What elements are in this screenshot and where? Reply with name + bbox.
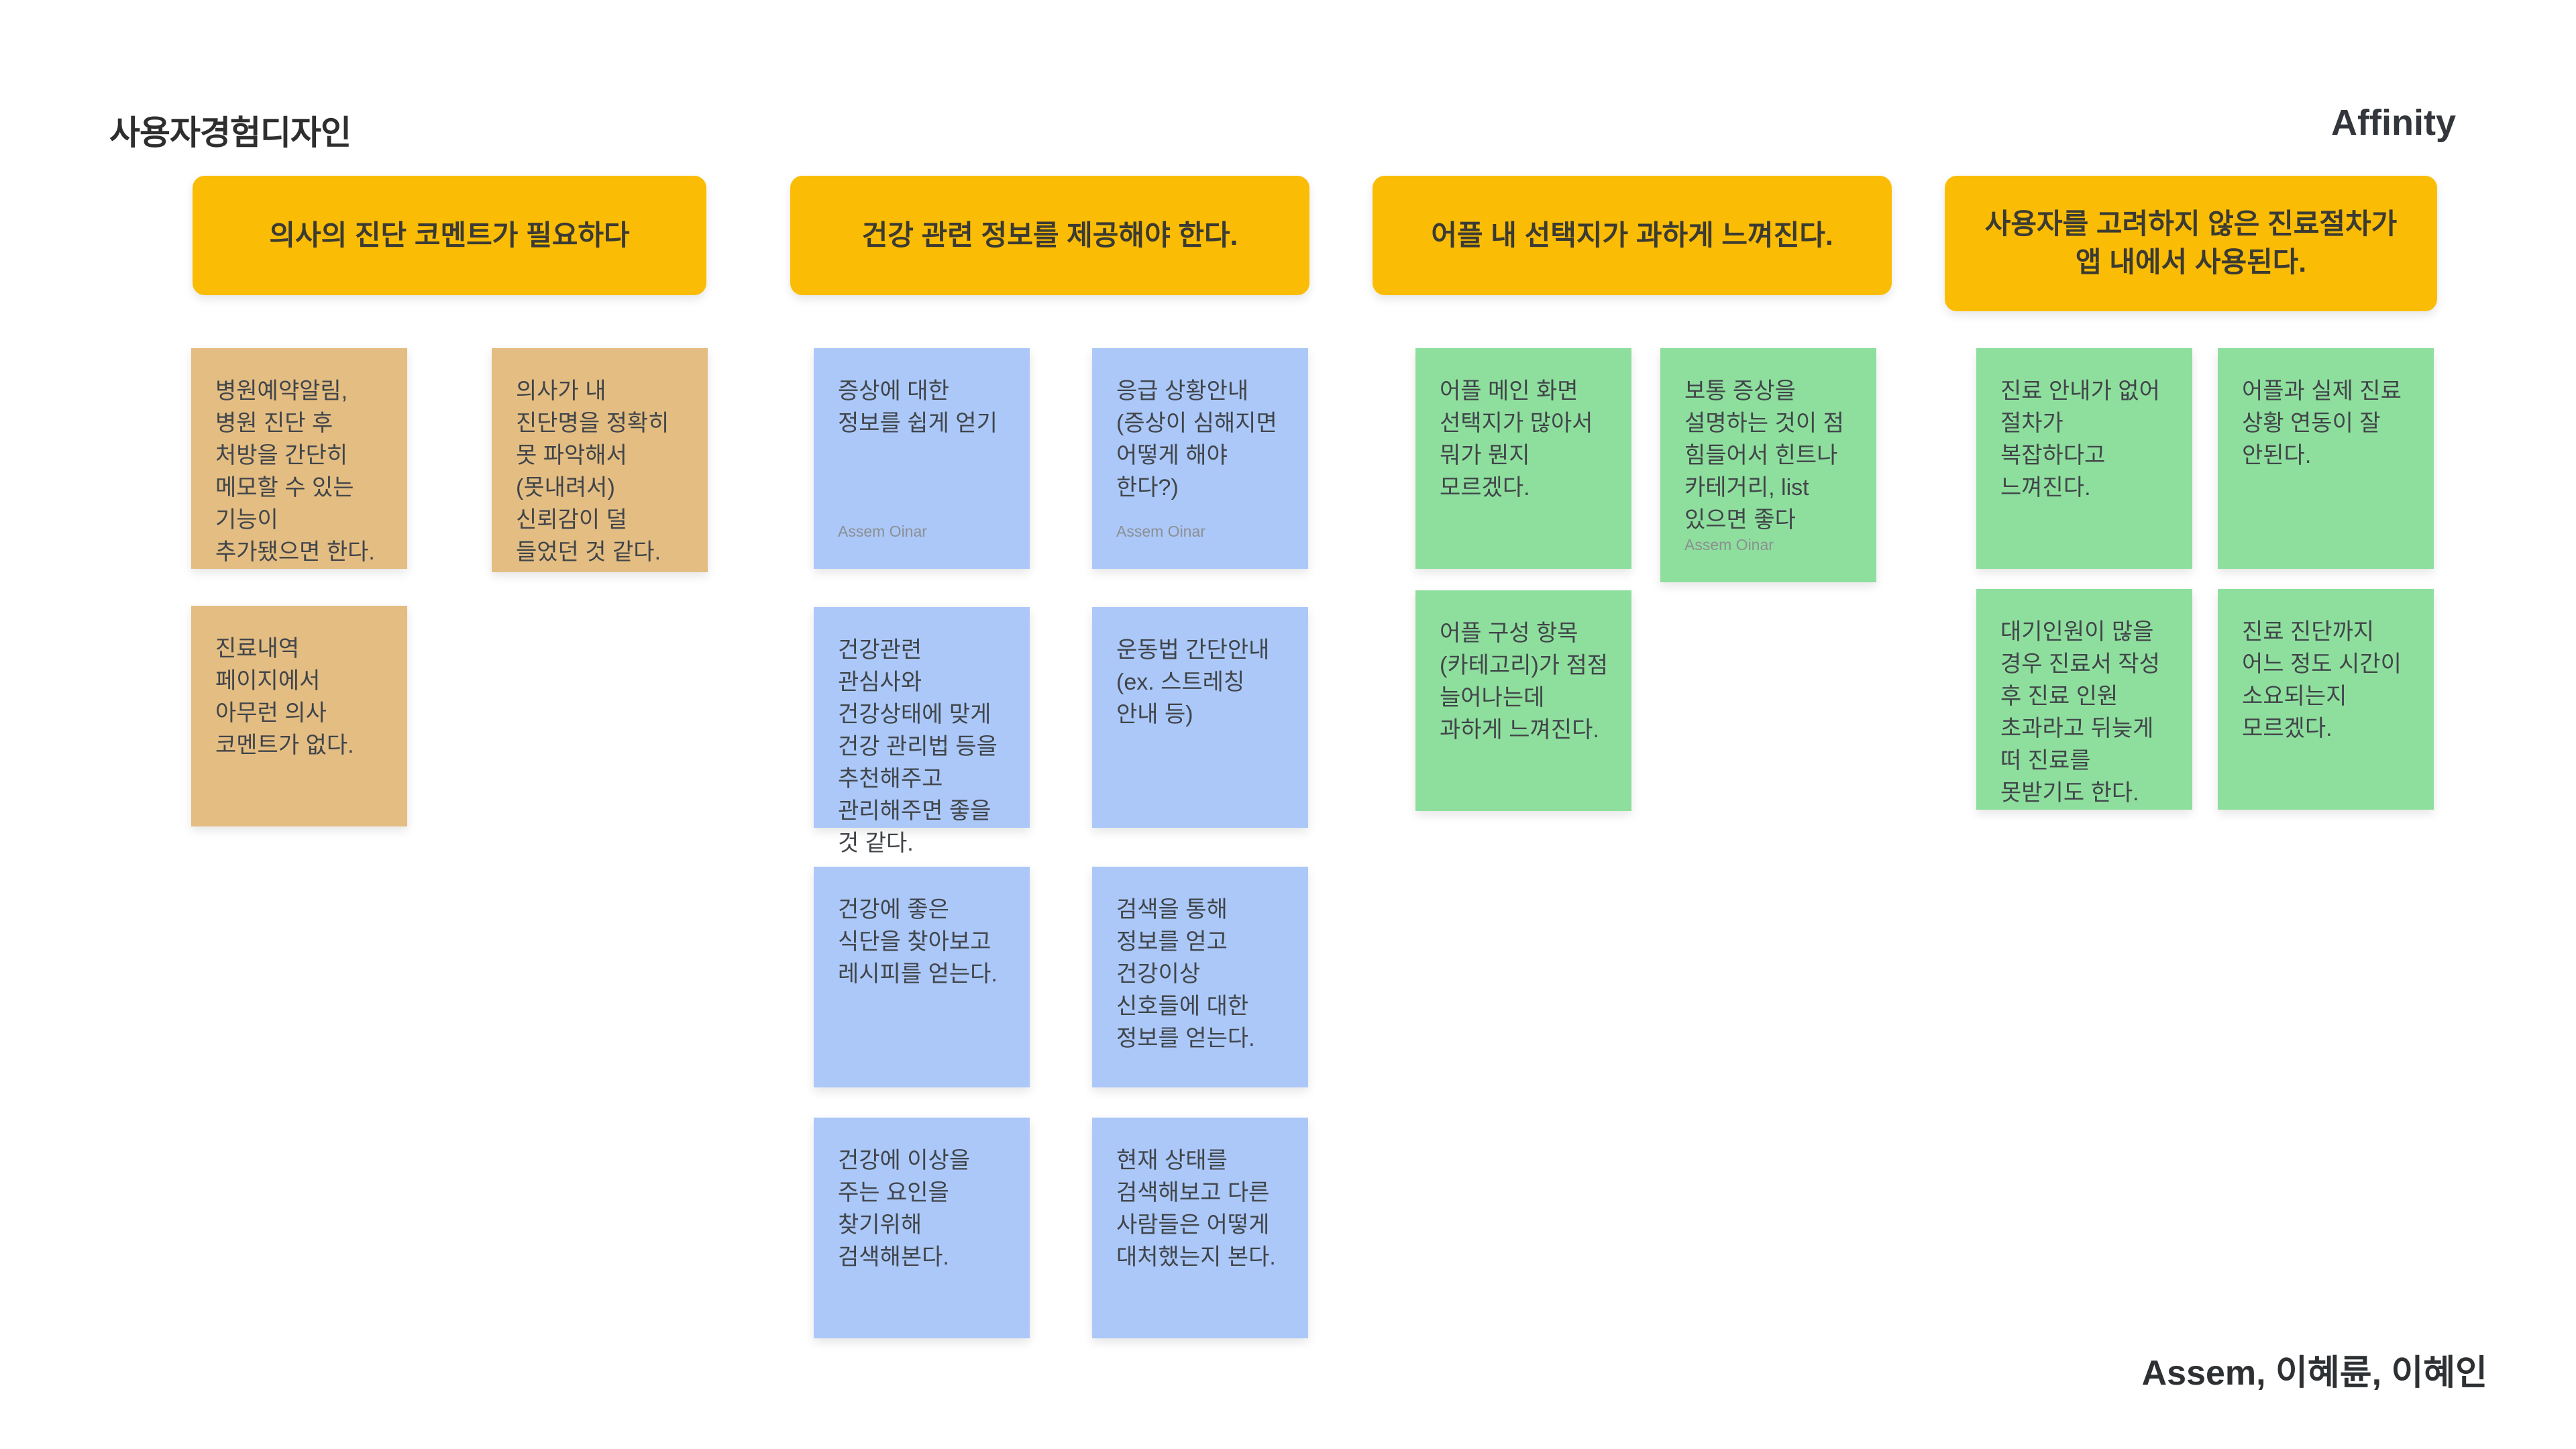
note-author: Assem Oinar: [838, 523, 927, 540]
sticky-note[interactable]: 건강에 이상을 주는 요인을 찾기위해 검색해본다.: [814, 1118, 1030, 1338]
sticky-note-text: 진료 진단까지 어느 정도 시간이 소요되는지 모르겠다.: [2242, 619, 2402, 741]
sticky-note-text: 대기인원이 많을 경우 진료서 작성 후 진료 인원 초과라고 뒤늦게 떠 진료…: [2000, 619, 2160, 806]
sticky-note-text: 어플 구성 항목(카테고리)가 점점 늘어나는데 과하게 느껴진다.: [1440, 621, 1609, 743]
credits-label: Assem, 이혜륜, 이혜인: [2141, 1354, 2487, 1393]
sticky-note[interactable]: 증상에 대한 정보를 쉽게 얻기 Assem Oinar: [814, 348, 1030, 569]
group-header-too-many-choices[interactable]: 어플 내 선택지가 과하게 느껴진다.: [1373, 176, 1892, 295]
sticky-note-text: 의사가 내 진단명을 정확히 못 파악해서 (못내려서) 신뢰감이 덜 들었던 …: [516, 378, 669, 565]
sticky-note-text: 응급 상황안내 (증상이 심해지면 어떻게 해야 한다?): [1116, 378, 1277, 500]
sticky-note[interactable]: 대기인원이 많을 경우 진료서 작성 후 진료 인원 초과라고 뒤늦게 떠 진료…: [1976, 589, 2192, 810]
sticky-note-text: 병원예약알림,병원 진단 후 처방을 간단히 메모할 수 있는 기능이 추가됐으…: [215, 378, 375, 565]
note-author: Assem Oinar: [1684, 536, 1774, 553]
group-header-health-info[interactable]: 건강 관련 정보를 제공해야 한다.: [790, 176, 1309, 295]
sticky-note[interactable]: 건강관련 관심사와 건강상태에 맞게 건강 관리법 등을 추천해주고 관리해주면…: [814, 607, 1030, 856]
sticky-note[interactable]: 운동법 간단안내(ex. 스트레칭 안내 등): [1092, 607, 1308, 828]
sticky-note-text: 어플 메인 화면 선택지가 많아서 뭐가 뭔지 모르겠다.: [1440, 378, 1593, 500]
sticky-note-text: 검색을 통해 정보를 얻고 건강이상 신호들에 대한 정보를 얻는다.: [1116, 897, 1255, 1051]
note-author: Assem Oinar: [1116, 523, 1205, 540]
sticky-note[interactable]: 어플 구성 항목(카테고리)가 점점 늘어나는데 과하게 느껴진다.: [1415, 590, 1631, 811]
sticky-note[interactable]: 보통 증상을 설명하는 것이 점 힘들어서 힌트나 카테거리, list 있으면…: [1660, 348, 1876, 582]
sticky-note-text: 현재 상태를 검색해보고 다른 사람들은 어떻게 대처했는지 본다.: [1116, 1148, 1276, 1270]
sticky-note[interactable]: 병원예약알림,병원 진단 후 처방을 간단히 메모할 수 있는 기능이 추가됐으…: [191, 348, 407, 569]
sticky-note[interactable]: 어플과 실제 진료 상황 연동이 잘 안된다.: [2218, 348, 2434, 569]
sticky-note-text: 건강에 좋은 식단을 찾아보고 레시피를 얻는다.: [838, 897, 998, 987]
sticky-note[interactable]: 검색을 통해 정보를 얻고 건강이상 신호들에 대한 정보를 얻는다.: [1092, 867, 1308, 1087]
sticky-note[interactable]: 진료 진단까지 어느 정도 시간이 소요되는지 모르겠다.: [2218, 589, 2434, 810]
sticky-note-text: 운동법 간단안내(ex. 스트레칭 안내 등): [1116, 637, 1270, 727]
sticky-note-text: 진료내역 페이지에서 아무런 의사 코멘트가 없다.: [215, 636, 354, 758]
sticky-note[interactable]: 진료 안내가 없어 절차가 복잡하다고 느껴진다.: [1976, 348, 2192, 569]
group-header-clinic-process[interactable]: 사용자를 고려하지 않은 진료절차가 앱 내에서 사용된다.: [1945, 176, 2437, 311]
sticky-note[interactable]: 건강에 좋은 식단을 찾아보고 레시피를 얻는다.: [814, 867, 1030, 1087]
sticky-note[interactable]: 의사가 내 진단명을 정확히 못 파악해서 (못내려서) 신뢰감이 덜 들었던 …: [492, 348, 708, 572]
sticky-note[interactable]: 응급 상황안내 (증상이 심해지면 어떻게 해야 한다?) Assem Oina…: [1092, 348, 1308, 569]
group-header-doctor-comment[interactable]: 의사의 진단 코멘트가 필요하다: [193, 176, 706, 295]
sticky-note[interactable]: 어플 메인 화면 선택지가 많아서 뭐가 뭔지 모르겠다.: [1415, 348, 1631, 569]
sticky-note-text: 어플과 실제 진료 상황 연동이 잘 안된다.: [2242, 378, 2402, 468]
sticky-note[interactable]: 진료내역 페이지에서 아무런 의사 코멘트가 없다.: [191, 606, 407, 826]
board-title: 사용자경험디자인: [109, 114, 352, 152]
sticky-note-text: 진료 안내가 없어 절차가 복잡하다고 느껴진다.: [2000, 378, 2160, 500]
affinity-label: Affinity: [2331, 103, 2456, 143]
sticky-note-text: 증상에 대한 정보를 쉽게 얻기: [838, 378, 998, 436]
sticky-note-text: 보통 증상을 설명하는 것이 점 힘들어서 힌트나 카테거리, list 있으면…: [1684, 378, 1844, 533]
sticky-note[interactable]: 현재 상태를 검색해보고 다른 사람들은 어떻게 대처했는지 본다.: [1092, 1118, 1308, 1338]
sticky-note-text: 건강관련 관심사와 건강상태에 맞게 건강 관리법 등을 추천해주고 관리해주면…: [838, 637, 998, 856]
sticky-note-text: 건강에 이상을 주는 요인을 찾기위해 검색해본다.: [838, 1148, 971, 1270]
